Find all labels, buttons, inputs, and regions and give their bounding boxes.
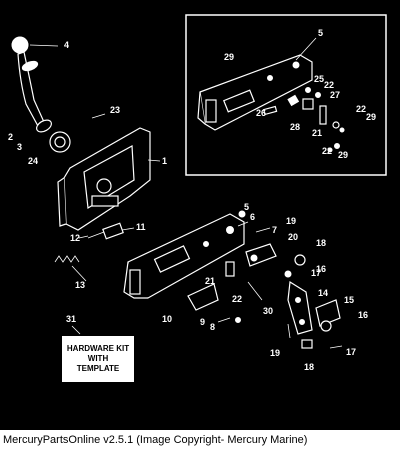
neutral-lock (87, 222, 124, 240)
callout-29a: 29 (224, 52, 234, 62)
callout-18b: 18 (304, 362, 314, 372)
callout-17: 17 (311, 268, 321, 278)
callout-10: 10 (162, 314, 172, 324)
callout-5-inset: 5 (318, 28, 323, 38)
callout-19b: 19 (270, 348, 280, 358)
callout-20: 20 (288, 232, 298, 242)
copyright-caption: MercuryPartsOnline v2.5.1 (Image Copyrig… (0, 432, 400, 449)
callout-4: 4 (64, 40, 69, 50)
throttle-link (287, 280, 313, 335)
callout-16: 16 (316, 264, 326, 274)
inset-small-parts (262, 87, 345, 153)
callout-21: 21 (205, 276, 215, 286)
control-handle (11, 36, 52, 133)
lower-side-plate (123, 213, 245, 299)
callout-27: 27 (330, 90, 340, 100)
callout-18: 18 (316, 238, 326, 248)
callout-31: 31 (66, 314, 76, 324)
drive-pin-clip (301, 339, 313, 349)
hardware-kit-line3: TEMPLATE (76, 364, 120, 373)
callout-29c: 29 (338, 150, 348, 160)
callout-22d: 22 (232, 294, 242, 304)
callout-22c: 22 (322, 146, 332, 156)
callout-11: 11 (136, 222, 146, 232)
callout-14: 14 (318, 288, 328, 298)
callout-5: 5 (244, 202, 249, 212)
roll-pin (91, 113, 106, 119)
spring (54, 255, 80, 263)
exploded-parts-diagram: 1 2 3 4 5 5 6 7 8 9 10 11 12 13 14 15 16… (0, 0, 400, 430)
control-housing (57, 127, 151, 231)
callout-3: 3 (17, 142, 22, 152)
hardware-kit-line2: WITH (87, 354, 109, 363)
hardware-kit-line1: HARDWARE KIT (66, 344, 130, 353)
callout-21b: 21 (312, 128, 322, 138)
callout-7: 7 (272, 225, 277, 235)
callout-9: 9 (200, 317, 205, 327)
callout-12: 12 (70, 233, 80, 243)
callout-28: 28 (290, 122, 300, 132)
shift-lever-arm (245, 243, 277, 267)
callout-1: 1 (162, 156, 167, 166)
leader-lines (29, 37, 317, 335)
inset-side-plate (197, 54, 313, 131)
callout-15: 15 (344, 295, 354, 305)
callout-26: 26 (256, 108, 266, 118)
inset-frame (185, 14, 387, 176)
small-fasteners (217, 210, 343, 349)
callout-22a: 22 (324, 80, 334, 90)
cam-bracket (187, 261, 263, 311)
bracket-plate (315, 299, 341, 327)
callout-6: 6 (250, 212, 255, 222)
callout-2: 2 (8, 132, 13, 142)
callout-8: 8 (210, 322, 215, 332)
callout-25: 25 (314, 74, 324, 84)
callout-16b: 16 (358, 310, 368, 320)
callout-labels: 1 2 3 4 5 5 6 7 8 9 10 11 12 13 14 15 16… (8, 28, 376, 372)
callout-23: 23 (110, 105, 120, 115)
hardware-kit-label: HARDWARE KIT WITH TEMPLATE (62, 336, 134, 382)
callout-13: 13 (75, 280, 85, 290)
callout-19: 19 (286, 216, 296, 226)
callout-17b: 17 (346, 347, 356, 357)
callout-24: 24 (28, 156, 38, 166)
hub-gear (49, 131, 71, 153)
callout-29b: 29 (366, 112, 376, 122)
callout-30: 30 (263, 306, 273, 316)
callout-22b: 22 (356, 104, 366, 114)
